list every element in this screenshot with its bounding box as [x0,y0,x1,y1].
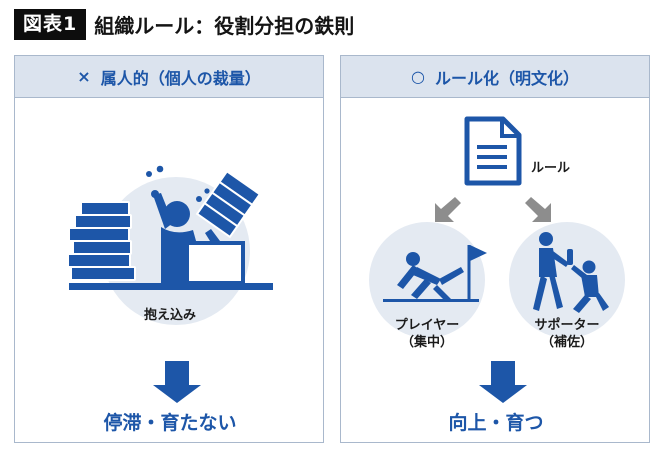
falling-papers-icon [195,169,262,239]
circle-mark: ○ [411,67,425,86]
result-growth: 向上・育つ [448,412,544,434]
arrow-down-left-icon [435,197,461,222]
panel-individual-title: 属人的（個人の裁量） [100,68,261,88]
figure-header: 図表1 組織ルール：役割分担の鉄則 [14,9,354,40]
down-arrow-icon [153,361,201,403]
supporter-sublabel: （補佐） [540,335,593,350]
panel-rule-based: ○ ルール化（明文化） [340,55,650,443]
overwhelmed-illustration [67,165,273,403]
result-stagnation: 停滞・育たない [103,412,237,434]
caption-hoarding: 抱え込み [143,308,196,323]
laptop-icon [185,241,245,285]
panel-rule-header: ○ ルール化（明文化） [341,56,649,98]
player-label: プレイヤー [394,318,460,333]
document-icon [464,116,522,186]
figure-label: 図表1 [14,9,87,40]
player-sublabel: （集中） [400,335,453,350]
cross-mark: × [77,67,91,86]
document-label: ルール [531,161,571,176]
desk-icon [69,283,273,290]
sweat-drops-icon [146,165,210,202]
arrow-down-right-icon [525,197,551,222]
panel-individual-header: × 属人的（個人の裁量） [15,56,323,98]
figure-title: 組織ルール：役割分担の鉄則 [94,14,355,38]
panel-rule-title: ルール化（明文化） [434,68,579,88]
paper-stack-icon [67,201,136,281]
supporter-label: サポーター [534,318,600,333]
supporter-icon [533,232,609,313]
down-arrow-icon [479,361,527,403]
player-icon [383,245,487,302]
panel-individual: × 属人的（個人の裁量） [14,55,324,443]
rule-illustration [369,116,625,403]
